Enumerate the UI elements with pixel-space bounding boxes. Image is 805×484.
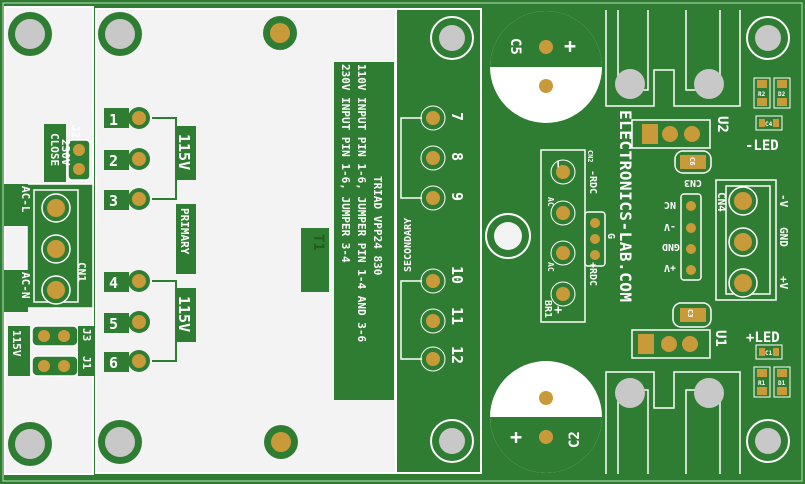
j1-ref: J1	[80, 356, 93, 370]
c1-ref: C1	[765, 350, 773, 357]
u2-body	[631, 119, 711, 149]
winding-115v-top: 115V	[175, 134, 193, 170]
c2-ref: C2	[567, 431, 583, 448]
cn1-ref: CN1	[75, 262, 88, 282]
br1-minus: −	[550, 160, 565, 168]
c5-capacitor	[490, 11, 602, 123]
transformer-note-2: 110V INPUT PIN 1-6, JUMPER PIN 1-4 AND 3…	[355, 64, 368, 343]
r2-ref: R2	[758, 91, 766, 98]
cn2-ref: CN2	[586, 150, 594, 163]
cn4-pin-plus-v: +V	[777, 276, 790, 290]
cn3-pin-plus-v: +V	[664, 262, 676, 273]
br1-ac-bottom: AC	[546, 262, 555, 272]
br1-ref: BR1	[542, 300, 553, 318]
transformer-core	[301, 228, 329, 292]
r1-ref: R1	[758, 380, 766, 387]
rdc-minus-label: -RDC	[587, 170, 598, 194]
winding-115v-bottom-bg	[176, 288, 196, 342]
transformer-notes-bg	[334, 62, 394, 400]
mounting-holes	[8, 12, 790, 466]
secondary-pins	[420, 105, 446, 372]
primary-pin-2: 2	[109, 152, 118, 170]
transformer-ref: T1	[310, 234, 326, 251]
j2-labels-bg	[44, 124, 66, 182]
secondary-pin-7: 7	[448, 112, 466, 121]
secondary-brackets	[400, 117, 422, 360]
rdc-plus-label: +RDC	[587, 262, 598, 286]
cn3-pin-nc: NC	[664, 199, 676, 210]
c3-ref: C3	[686, 309, 694, 317]
secondary-pin-12: 12	[448, 346, 466, 364]
d2-ref: D2	[778, 91, 786, 98]
j3-ref: J3	[80, 328, 93, 341]
j2-ref: J2	[69, 125, 82, 138]
primary-pin-1: 1	[109, 111, 118, 129]
secondary-outline	[395, 8, 482, 474]
j2-sub: CLOSE	[48, 133, 61, 166]
transformer-note-1: 230V INPUT PIN 1-6, JUMPER 3-4	[339, 64, 352, 263]
primary-label-bg	[176, 204, 196, 274]
ac-n-label: AC-N	[19, 272, 32, 299]
cn2-g-label: G	[605, 233, 616, 239]
secondary-pin-8: 8	[448, 152, 466, 161]
cn3-header	[680, 193, 702, 281]
u1-ref: U1	[712, 330, 728, 347]
brand-text: ELECTRONICS-LAB.COM	[616, 110, 635, 303]
cn4-pin-minus-v: -V	[777, 194, 790, 208]
primary-label: PRIMARY	[178, 208, 191, 255]
u1-body	[631, 329, 711, 359]
cn3-pin-minus-v: -V	[664, 221, 676, 232]
primary-pins	[104, 107, 150, 372]
secondary-pin-11: 11	[448, 307, 466, 325]
winding-115v-top-bg	[176, 126, 196, 180]
primary-pin-5: 5	[109, 315, 118, 333]
transformer-note-3: TRIAD VPP24 830	[371, 176, 384, 275]
secondary-label: SECONDARY	[403, 218, 414, 272]
cn4-pin-gnd: GND	[777, 227, 790, 247]
plus-led-label: +LED	[746, 330, 780, 346]
secondary-pin-10: 10	[448, 266, 466, 284]
br1-plus: +	[550, 306, 565, 314]
winding-115v-bottom: 115V	[175, 296, 193, 332]
cn3-ref: CN3	[684, 177, 702, 188]
c5-ref: C5	[507, 38, 523, 55]
primary-pin-3: 3	[109, 192, 118, 210]
d1-ref: D1	[778, 380, 786, 387]
c6-ref: C6	[688, 157, 696, 165]
c5-plus: +	[564, 34, 576, 58]
c2-plus: +	[510, 425, 522, 449]
primary-pin-4: 4	[109, 274, 118, 292]
br1-ac-top: AC	[546, 197, 555, 207]
minus-led-label: -LED	[745, 138, 779, 154]
cn4-ref: CN4	[715, 192, 728, 212]
u2-ref: U2	[714, 116, 730, 133]
cn3-pin-gnd: GND	[662, 241, 680, 252]
ac-l-label: AC-L	[19, 186, 32, 213]
j2-label: 230V	[59, 139, 72, 166]
c4-ref: C4	[765, 121, 773, 128]
c2-capacitor	[490, 361, 602, 473]
primary-pin-6: 6	[109, 354, 118, 372]
secondary-pin-9: 9	[448, 192, 466, 201]
j-115v-label: 115V	[10, 330, 23, 357]
